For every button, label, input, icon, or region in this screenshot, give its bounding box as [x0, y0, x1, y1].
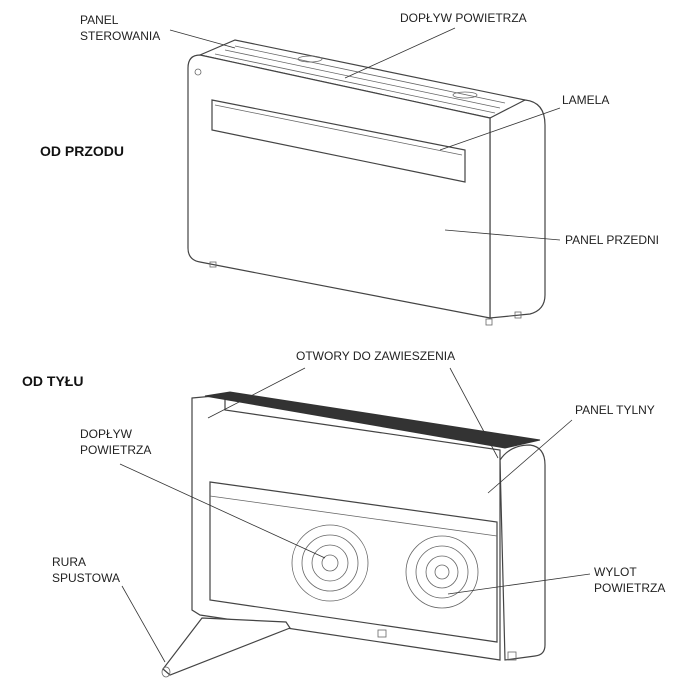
back-side-panel — [499, 444, 546, 661]
label-rear-panel: PANEL TYLNY — [575, 403, 655, 417]
label-hanging-holes: OTWORY DO ZAWIESZENIA — [296, 349, 455, 363]
label-control-panel: PANEL — [80, 13, 119, 27]
label-front-panel: PANEL PRZEDNI — [565, 233, 659, 247]
fan-outlet — [405, 535, 479, 609]
grille-knob — [297, 55, 323, 63]
fan-inlet — [291, 524, 369, 602]
label-control-panel-2: STEROWANIA — [80, 29, 160, 43]
leader-line — [487, 419, 573, 494]
drain-pipe — [162, 617, 291, 676]
leader-line — [119, 463, 326, 559]
label-drain-pipe-2: SPUSTOWA — [52, 571, 120, 585]
leader-line — [444, 229, 561, 241]
rear-panel — [209, 481, 498, 643]
back-unit-drawing — [161, 391, 546, 678]
leader-line — [447, 573, 591, 595]
leader-line — [207, 367, 306, 419]
power-indicator-icon — [194, 68, 202, 76]
leader-line — [439, 107, 561, 151]
leader-line — [344, 27, 456, 79]
label-air-outlet-2: POWIETRZA — [594, 581, 665, 595]
front-view-heading: OD PRZODU — [40, 143, 124, 159]
front-unit-drawing — [187, 39, 546, 326]
louver — [211, 99, 466, 183]
leader-line — [169, 29, 236, 49]
leader-line — [449, 367, 499, 459]
grille-hatch — [214, 45, 506, 114]
back-view-heading: OD TYŁU — [22, 373, 83, 389]
label-air-outlet: WYLOT — [594, 565, 637, 579]
grille-knob — [452, 91, 478, 99]
label-louver: LAMELA — [562, 93, 609, 107]
label-air-inlet-back: DOPŁYW — [80, 427, 133, 441]
label-air-inlet-front: DOPŁYW POWIETRZA — [400, 11, 527, 25]
label-drain-pipe: RURA — [52, 555, 86, 569]
back-top-grille — [204, 391, 541, 449]
label-air-inlet-back-2: POWIETRZA — [80, 443, 151, 457]
leader-line — [121, 585, 166, 663]
front-side-panel — [489, 99, 546, 319]
